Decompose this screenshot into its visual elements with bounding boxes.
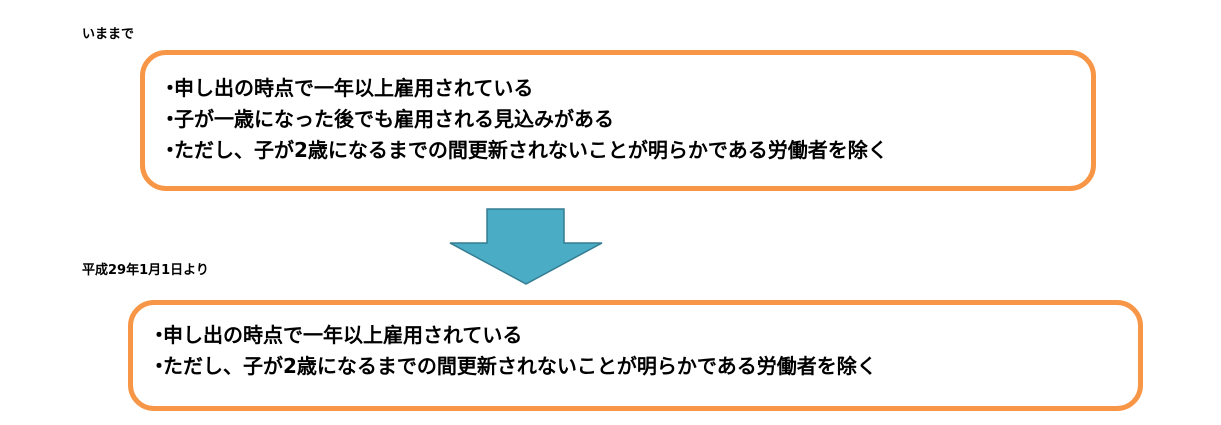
after-conditions-box: ・申し出の時点で一年以上雇用されている ・ただし、子が2歳になるまでの間更新され… — [128, 300, 1143, 411]
after-conditions-list: ・申し出の時点で一年以上雇用されている ・ただし、子が2歳になるまでの間更新され… — [149, 320, 1138, 382]
after-label: 平成29年1月1日より — [82, 263, 209, 278]
condition-item: ・ただし、子が2歳になるまでの間更新されないことが明らかである労働者を除く — [160, 135, 1091, 166]
down-arrow-icon — [449, 208, 603, 285]
condition-text: 申し出の時点で一年以上雇用されている — [163, 323, 523, 347]
condition-item: ・申し出の時点で一年以上雇用されている — [160, 73, 1091, 104]
condition-text: 子が一歳になった後でも雇用される見込みがある — [174, 107, 614, 131]
bullet-mark: ・ — [160, 138, 180, 162]
condition-text: ただし、子が2歳になるまでの間更新されないことが明らかである労働者を除く — [163, 354, 877, 378]
bullet-mark: ・ — [160, 76, 180, 100]
condition-item: ・申し出の時点で一年以上雇用されている — [149, 320, 1138, 351]
condition-text: 申し出の時点で一年以上雇用されている — [174, 76, 534, 100]
before-conditions-list: ・申し出の時点で一年以上雇用されている ・子が一歳になった後でも雇用される見込み… — [160, 73, 1091, 166]
before-label: いままで — [82, 27, 135, 42]
bullet-mark: ・ — [149, 354, 169, 378]
bullet-mark: ・ — [160, 107, 180, 131]
condition-item: ・ただし、子が2歳になるまでの間更新されないことが明らかである労働者を除く — [149, 351, 1138, 382]
arrow-shape — [449, 208, 603, 285]
condition-text: ただし、子が2歳になるまでの間更新されないことが明らかである労働者を除く — [174, 138, 888, 162]
condition-item: ・子が一歳になった後でも雇用される見込みがある — [160, 104, 1091, 135]
before-conditions-box: ・申し出の時点で一年以上雇用されている ・子が一歳になった後でも雇用される見込み… — [140, 50, 1096, 191]
bullet-mark: ・ — [149, 323, 169, 347]
